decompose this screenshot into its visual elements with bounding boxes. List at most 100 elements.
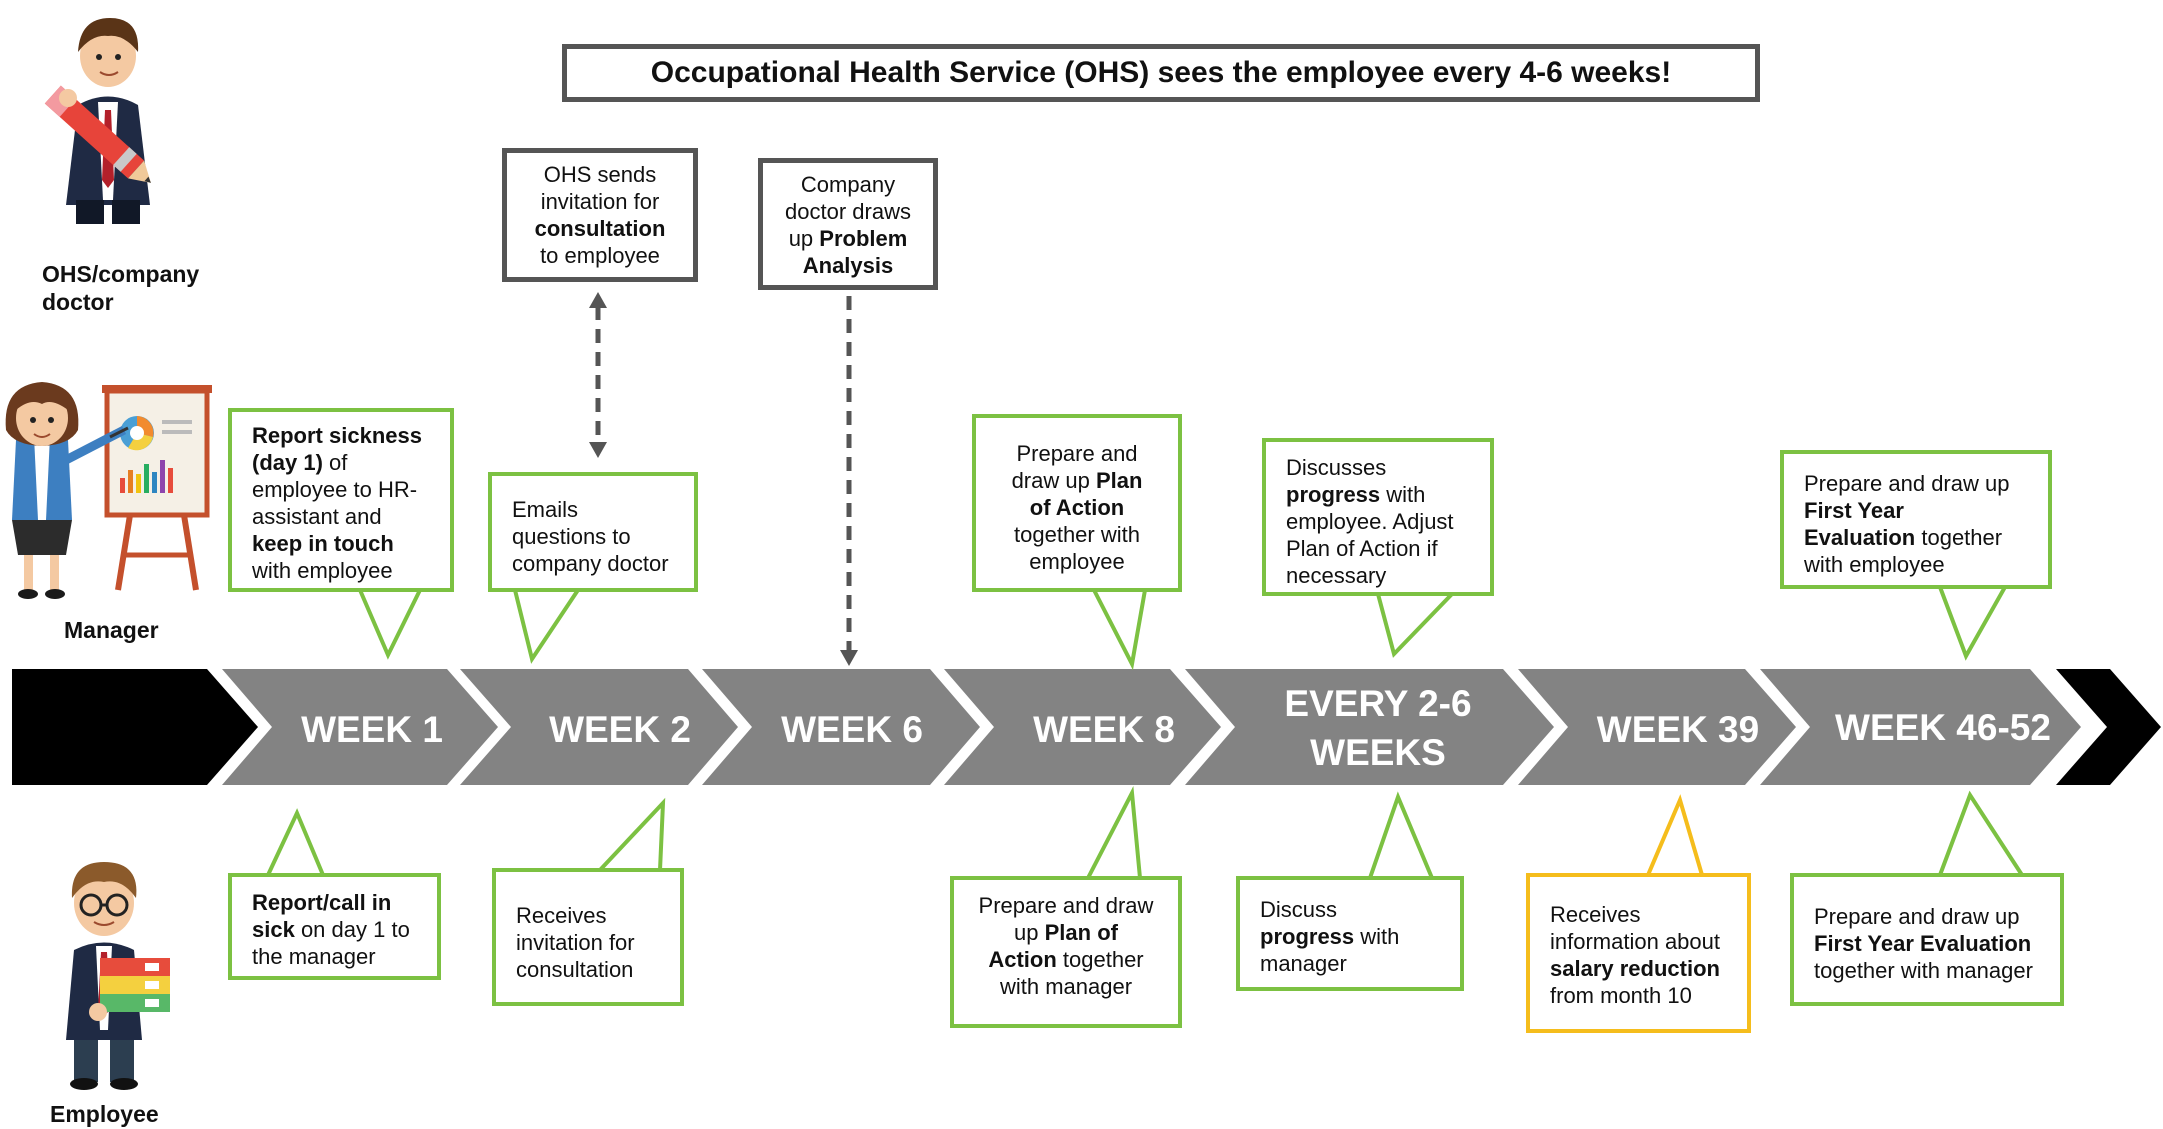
tail-employee-week8 bbox=[1086, 786, 1142, 879]
box-text-line: information about bbox=[1550, 929, 1720, 954]
ohs-connectors bbox=[589, 292, 858, 666]
manager-box-week-2: Emails questions to company doctor bbox=[488, 472, 698, 592]
box-text-line: together with manager bbox=[1814, 958, 2033, 983]
employee-box-every-2-6-weeks: Discuss progress with manager bbox=[1236, 876, 1464, 991]
box-text-line: assistant and bbox=[252, 504, 382, 529]
role-label-manager: Manager bbox=[64, 617, 159, 643]
doctor-with-pencil-icon bbox=[44, 18, 151, 224]
chevron-week-46-52 bbox=[1760, 669, 2081, 785]
employee-box-week-1: Report/call in sick on day 1 to the mana… bbox=[228, 873, 441, 980]
box-text-line: Prepare and draw up bbox=[1814, 904, 2020, 929]
manager-presenting-icon bbox=[5, 382, 212, 599]
box-text-line: Prepare and bbox=[1016, 441, 1138, 466]
box-text-line: salary reduction bbox=[1550, 956, 1720, 981]
ohs-invitation-box: OHS sends invitation for consultation to… bbox=[502, 148, 698, 282]
box-text-line: company doctor bbox=[512, 551, 669, 576]
box-text-line: with bbox=[1380, 482, 1426, 507]
box-text-line: Company bbox=[800, 172, 896, 197]
box-text-line: progress bbox=[1260, 924, 1355, 949]
tail-employee-week46 bbox=[1938, 790, 2024, 877]
chevron-week-8 bbox=[944, 669, 1221, 785]
employee-box-week-8: Prepare and draw up Plan of Action toget… bbox=[950, 876, 1182, 1028]
box-text-line: together bbox=[1056, 947, 1144, 972]
ohs-banner: Occupational Health Service (OHS) sees t… bbox=[562, 44, 1760, 102]
problem-analysis-arrow-down bbox=[840, 650, 858, 666]
box-text-line: manager bbox=[1260, 951, 1347, 976]
tail-manager-every bbox=[1376, 592, 1454, 658]
box-text-line: Action bbox=[988, 947, 1057, 972]
box-text-line: Prepare and draw bbox=[978, 893, 1154, 918]
box-text-line: up bbox=[788, 226, 820, 251]
box-text-line: progress bbox=[1286, 482, 1381, 507]
chevron-every-2-6-weeks bbox=[1185, 669, 1554, 785]
box-text-line: questions to bbox=[512, 524, 631, 549]
box-text-line: on day 1 to bbox=[294, 917, 410, 942]
timeline-label-week-6: WEEK 6 bbox=[781, 709, 923, 750]
box-text-line: invitation for bbox=[516, 930, 635, 955]
timeline-label-week-2: WEEK 2 bbox=[549, 709, 691, 750]
tail-employee-week1 bbox=[266, 808, 325, 876]
box-text-line: the manager bbox=[252, 944, 376, 969]
role-label-ohs-line-2: doctor bbox=[42, 289, 114, 315]
tail-manager-week2 bbox=[513, 588, 580, 664]
role-label-ohs-line-1: OHS/company bbox=[42, 261, 200, 287]
role-label-employee: Employee bbox=[50, 1101, 159, 1127]
box-text-line: of bbox=[322, 450, 348, 475]
box-text-line: Plan bbox=[1095, 468, 1143, 493]
bubble-tails bbox=[266, 586, 2024, 879]
chevron-week-1 bbox=[222, 669, 498, 785]
employee-box-week-46-52: Prepare and draw up First Year Evaluatio… bbox=[1790, 873, 2064, 1006]
employee-box-week-2: Receives invitation for consultation bbox=[492, 868, 684, 1006]
tail-manager-week1 bbox=[358, 589, 422, 660]
box-text-line: to employee bbox=[540, 243, 660, 268]
box-text-line: sick bbox=[252, 917, 295, 942]
timeline-bar bbox=[12, 669, 2161, 785]
tail-employee-week39 bbox=[1646, 794, 1704, 876]
chevron-week-2 bbox=[460, 669, 738, 785]
box-text-line: doctor draws bbox=[785, 199, 911, 224]
box-text-line: (day 1) bbox=[252, 450, 323, 475]
role-label-ohs: OHS/company doctor bbox=[42, 260, 199, 316]
box-text-line: together with bbox=[1014, 522, 1140, 547]
timeline-start-chevron bbox=[12, 669, 258, 785]
invitation-arrow-down bbox=[589, 442, 607, 458]
box-text-line: with employee bbox=[1804, 552, 1945, 577]
tail-employee-every bbox=[1368, 791, 1434, 879]
box-text-line: Plan of bbox=[1044, 920, 1118, 945]
manager-box-week-46-52: Prepare and draw up First Year Evaluatio… bbox=[1780, 450, 2052, 589]
box-text-line: Evaluation bbox=[1804, 525, 1916, 550]
timeline-label-week-1: WEEK 1 bbox=[301, 709, 443, 750]
box-text-line: employee to HR- bbox=[252, 477, 418, 502]
box-text-line: First Year bbox=[1804, 498, 1904, 523]
box-text-line: together bbox=[1915, 525, 2003, 550]
timeline-label-every-2-6-weeks: EVERY 2-6 WEEKS bbox=[1284, 683, 1472, 773]
box-text-line: invitation for bbox=[540, 189, 660, 214]
box-text-line: Report/call in bbox=[252, 890, 392, 915]
box-text-line: Report sickness bbox=[252, 423, 422, 448]
box-text-line: with manager bbox=[999, 974, 1133, 999]
box-text-line: consultation bbox=[534, 216, 666, 241]
tail-employee-week2 bbox=[598, 797, 666, 872]
invitation-arrow-up bbox=[589, 292, 607, 308]
box-text-line: of Action bbox=[1029, 495, 1125, 520]
box-text-line: Analysis bbox=[802, 253, 894, 278]
chevron-week-6 bbox=[702, 669, 980, 785]
timeline-label-week-39: WEEK 39 bbox=[1596, 709, 1760, 750]
box-text-line: draw up bbox=[1011, 468, 1096, 493]
box-text-line: necessary bbox=[1286, 563, 1387, 588]
box-text-line: OHS sends bbox=[543, 162, 657, 187]
timeline-label-week-8: WEEK 8 bbox=[1033, 709, 1175, 750]
box-text-line: up bbox=[1014, 920, 1045, 945]
tail-manager-week8 bbox=[1092, 589, 1147, 671]
manager-box-week-1: Report sickness (day 1) of employee to H… bbox=[228, 408, 454, 592]
box-text-line: employee bbox=[1029, 549, 1125, 574]
box-text-line: Prepare and draw up bbox=[1804, 471, 2010, 496]
box-text-line: keep in touch bbox=[252, 531, 394, 556]
chevron-week-39 bbox=[1518, 669, 1796, 785]
ohs-problem-analysis-box: Company doctor draws up Problem Analysis bbox=[758, 158, 938, 290]
box-text-line: from month 10 bbox=[1550, 983, 1692, 1008]
box-text-line: consultation bbox=[516, 957, 634, 982]
tail-manager-week46 bbox=[1938, 586, 2007, 661]
box-text-line: Problem bbox=[819, 226, 908, 251]
